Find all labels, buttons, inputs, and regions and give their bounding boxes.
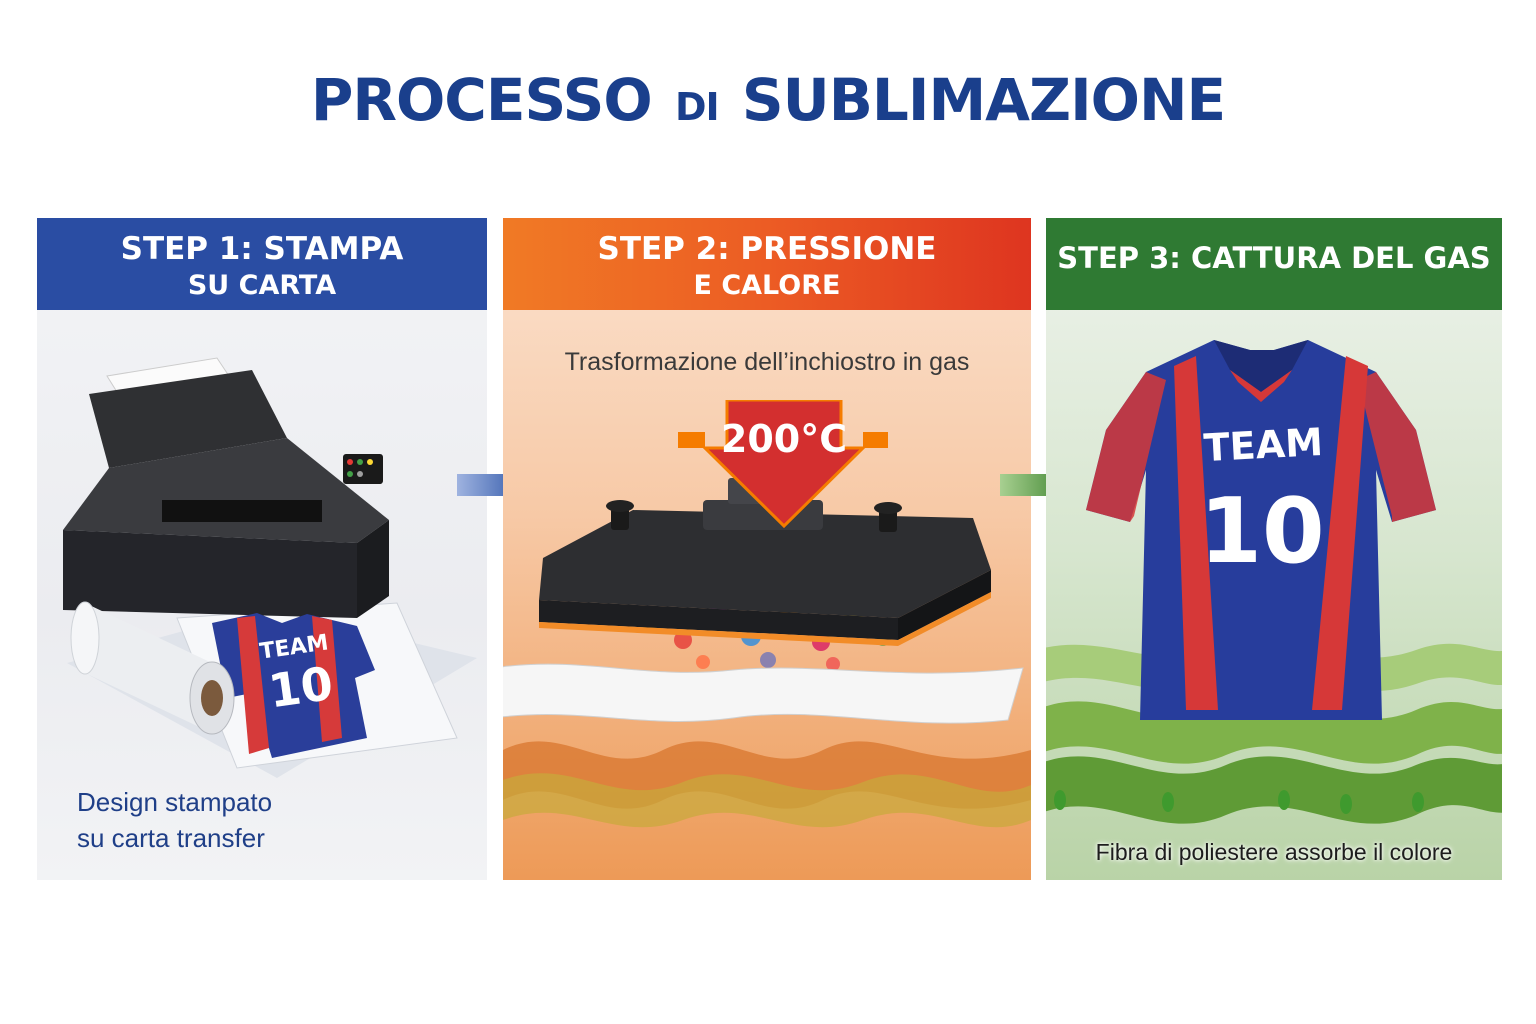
title-tail: SUBLIMAZIONE (741, 66, 1226, 134)
printed-jersey: TEAM 10 (212, 613, 375, 758)
title-main: PROCESSO (310, 66, 653, 134)
step-1-header-line2: SU CARTA (187, 269, 337, 301)
temperature-arrow: 200°C (678, 400, 888, 529)
printer-icon (63, 357, 389, 618)
step-3-header-line1: STEP 3: CATTURA DEL GAS (1057, 241, 1491, 275)
page-title: PROCESSO DI SUBLIMAZIONE (0, 66, 1536, 134)
step-3-illustration: TEAM 10 (1046, 340, 1502, 824)
step-3-header: STEP 3: CATTURA DEL GAS (1046, 218, 1502, 310)
step-1-header: STEP 1: STAMPA SU CARTA (37, 218, 487, 310)
temperature-label: 200°C (721, 417, 847, 461)
jersey-team-text: TEAM (1203, 420, 1324, 470)
step-2-header-line1: STEP 2: PRESSIONE (597, 231, 937, 267)
jersey-icon: TEAM 10 (1086, 340, 1436, 720)
jersey-number: 10 (1199, 479, 1324, 584)
step-1-illustration: TEAM 10 (63, 357, 477, 778)
fabric-fibres (503, 741, 1031, 828)
step-2-header-line2: E CALORE (693, 269, 841, 301)
step-1-caption-line1: Design stampato (77, 787, 273, 817)
step-1-header-line1: STEP 1: STAMPA (120, 231, 404, 267)
heat-press-icon (539, 478, 991, 646)
step-3-panel: STEP 3: CATTURA DEL GAS TEAM 10 (1046, 218, 1502, 880)
title-connector: DI (674, 85, 720, 129)
step-1-panel: STEP 1: STAMPA SU CARTA (37, 218, 487, 880)
printed-number: 10 (265, 656, 336, 718)
paper-roll-icon (70, 601, 235, 735)
transfer-sheet (503, 663, 1024, 724)
step-2-panel: STEP 2: PRESSIONE E CALORE Trasformazion… (503, 218, 1031, 880)
step-3-caption: Fibra di poliestere assorbe il colore (1095, 839, 1453, 865)
step-1-caption-line2: su carta transfer (77, 823, 265, 854)
step-1-caption: Design stampato su carta transfer (77, 784, 457, 857)
step-2-header: STEP 2: PRESSIONE E CALORE (503, 218, 1031, 310)
step-2-illustration: 200°C (503, 400, 1031, 828)
step-2-subtitle: Trasformazione dell’inchiostro in gas (564, 348, 970, 376)
fibre-sprouts (1054, 790, 1424, 814)
